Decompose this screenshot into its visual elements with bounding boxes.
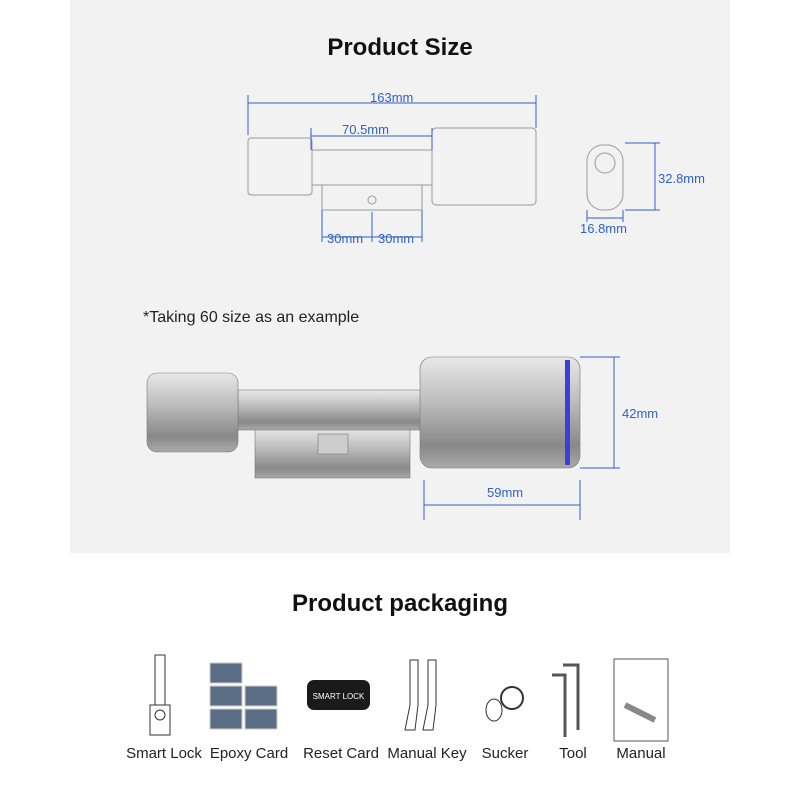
packaging-icons: SMART LOCK <box>149 654 669 742</box>
item-reset-card: Reset Card <box>303 745 379 762</box>
product-size-title: Product Size <box>327 34 473 61</box>
dim-right-half: 30mm <box>378 231 415 246</box>
dim-knob-diameter: 42mm <box>622 406 659 421</box>
dim-height: 32.8mm <box>658 171 705 186</box>
item-epoxy-card: Epoxy Card <box>209 745 289 762</box>
lock-photo <box>146 356 581 479</box>
packaging-title: Product packaging <box>291 590 509 617</box>
dim-body-length: 70.5mm <box>342 122 389 137</box>
item-manual: Manual <box>616 745 666 762</box>
dim-knob-length: 59mm <box>487 485 524 500</box>
dim-width: 16.8mm <box>580 221 627 236</box>
item-sucker: Sucker <box>481 745 529 762</box>
dimension-lines <box>247 95 660 520</box>
item-smart-lock: Smart Lock <box>126 745 202 762</box>
dim-left-half: 30mm <box>327 231 364 246</box>
size-note: *Taking 60 size as an example <box>143 309 360 326</box>
item-tool: Tool <box>559 745 587 762</box>
item-manual-key: Manual Key <box>387 745 467 762</box>
lock-line-drawing <box>247 127 624 211</box>
dim-total-length: 163mm <box>370 90 414 105</box>
svg-text:SMART LOCK: SMART LOCK <box>313 692 365 701</box>
